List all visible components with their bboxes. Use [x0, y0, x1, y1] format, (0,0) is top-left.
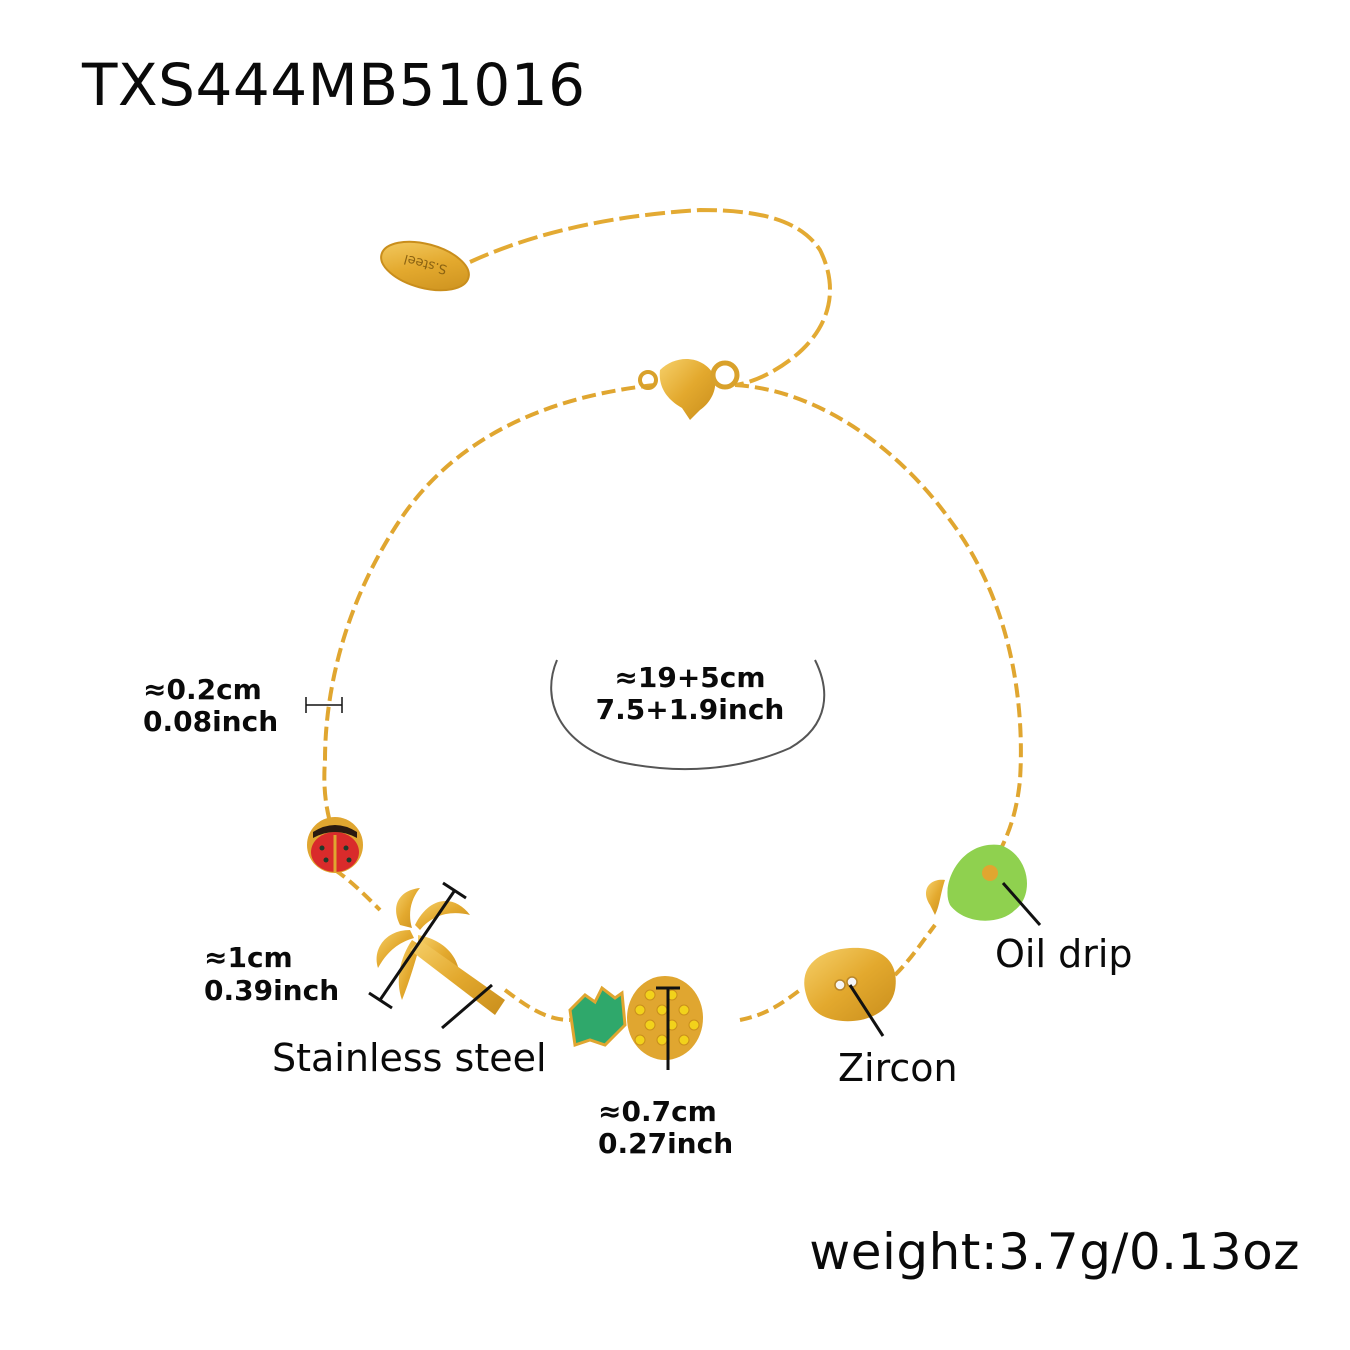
palm-size-cm: ≈1cm: [204, 941, 293, 974]
length-cm: ≈19+5cm: [614, 661, 766, 694]
extender-chain: [469, 207, 832, 387]
chain-width-inch: 0.08inch: [143, 705, 279, 738]
annotation-lines: [305, 697, 1042, 1070]
product-sku: TXS444MB51016: [82, 51, 586, 119]
material-label: Stainless steel: [272, 1036, 547, 1080]
palm-tree-charm: [376, 888, 505, 1015]
length-inch: 7.5+1.9inch: [595, 693, 785, 726]
steel-tag: S.steel: [380, 240, 470, 292]
chain-width-cm: ≈0.2cm: [143, 673, 262, 706]
pineapple-size-cm: ≈0.7cm: [598, 1095, 717, 1128]
lobster-clasp: [638, 358, 740, 420]
length-arc: [550, 659, 826, 771]
product-weight: weight:3.7g/0.13oz: [809, 1223, 1300, 1281]
oil-drip-label: Oil drip: [995, 932, 1133, 976]
pineapple-charm: [568, 976, 703, 1060]
pineapple-size-inch: 0.27inch: [598, 1127, 734, 1160]
frog-charm: [804, 947, 896, 1022]
zircon-label: Zircon: [838, 1046, 958, 1090]
ladybug-charm: [307, 817, 363, 873]
palm-size-inch: 0.39inch: [204, 974, 340, 1007]
green-drop-charm: [925, 844, 1027, 921]
